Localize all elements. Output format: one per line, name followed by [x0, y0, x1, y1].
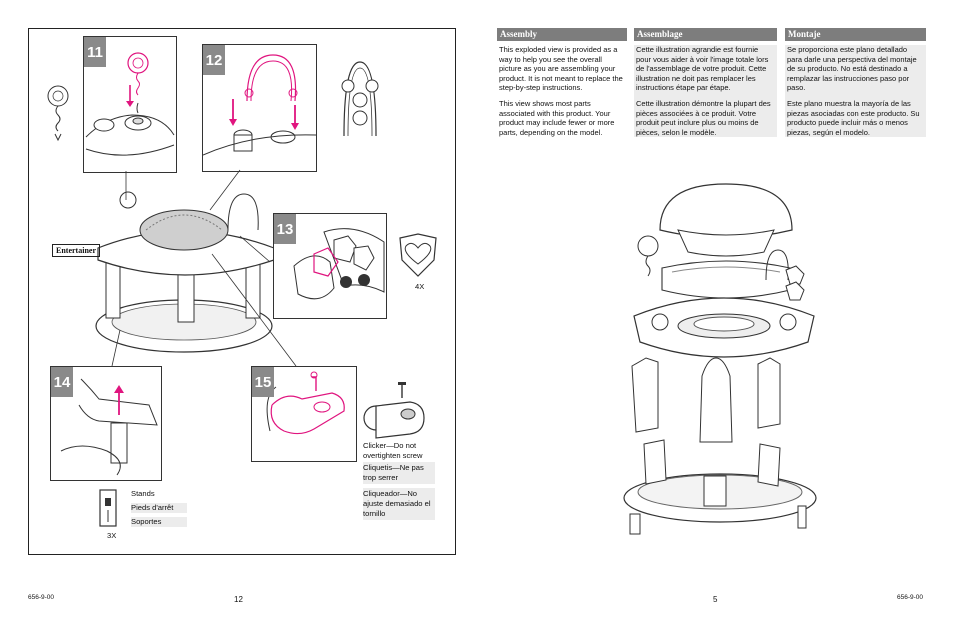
stands-quantity: 3X: [107, 531, 117, 540]
step-15-illustration: [266, 371, 345, 435]
step-number: 12: [203, 45, 225, 75]
assemblage-heading: Assemblage: [634, 28, 777, 41]
step-number: 15: [252, 367, 274, 397]
clicker-toy-icon: [47, 85, 69, 142]
left-page-frame: [28, 28, 456, 555]
step-14-illustration: [60, 378, 158, 476]
exploded-view-illustration: [623, 183, 817, 535]
stand-part-icon: [99, 489, 117, 527]
step-12-illustration: [203, 54, 316, 156]
step-11-illustration: [85, 52, 175, 156]
montaje-paragraph-1: Se proporciona este plano detallado para…: [787, 45, 917, 93]
step-number: 14: [51, 367, 73, 397]
clicker-label-en: Clicker—Do not overtighten screw: [363, 441, 423, 460]
assembly-paragraph-1: This exploded view is provided as a way …: [499, 45, 623, 93]
step-14-panel: 14: [50, 366, 162, 481]
clicker-label-fr: Cliquetis—Ne pas trop serrer: [363, 462, 435, 484]
stands-label-es: Soportes: [131, 517, 187, 527]
step-12-panel: 12: [202, 44, 317, 172]
step-number: 11: [84, 37, 106, 67]
heart-shield-icon: [399, 233, 437, 277]
assembly-paragraph-2: This view shows most parts associated wi…: [499, 98, 615, 137]
step-number: 13: [274, 214, 296, 244]
assembly-heading: Assembly: [497, 28, 627, 41]
bead-arch-icon: [341, 61, 379, 137]
entertainer-illustration: [95, 191, 275, 353]
left-footer-code: 656-9-00: [28, 594, 55, 601]
montaje-heading: Montaje: [785, 28, 926, 41]
step-13-illustration: [293, 228, 385, 300]
step-15-panel: 15: [251, 366, 357, 462]
stands-label-fr: Pieds d'arrêt: [131, 503, 187, 513]
clicker-part-icon: [363, 382, 425, 439]
right-page-number: 5: [713, 595, 718, 604]
heart-quantity: 4X: [415, 282, 425, 291]
step-13-panel: 13: [273, 213, 387, 319]
assemblage-paragraph-2: Cette illustration démontre la plupart d…: [636, 98, 771, 137]
assembly-text: This exploded view is provided as a way …: [499, 45, 625, 143]
right-footer-code: 656-9-00: [897, 594, 924, 601]
montaje-text: Se proporciona este plano detallado para…: [785, 45, 926, 137]
montaje-paragraph-2: Este plano muestra la mayoría de las pie…: [787, 98, 920, 137]
left-page-number: 12: [234, 595, 243, 604]
assemblage-text: Cette illustration agrandie est fournie …: [634, 45, 777, 137]
clicker-label-es: Cliqueador—No ajuste demasiado el tornil…: [363, 488, 435, 520]
stands-label-en: Stands: [131, 489, 155, 498]
brand-label: Entertainer: [52, 244, 100, 257]
assemblage-paragraph-1: Cette illustration agrandie est fournie …: [636, 45, 769, 93]
step-11-panel: 11: [83, 36, 177, 173]
